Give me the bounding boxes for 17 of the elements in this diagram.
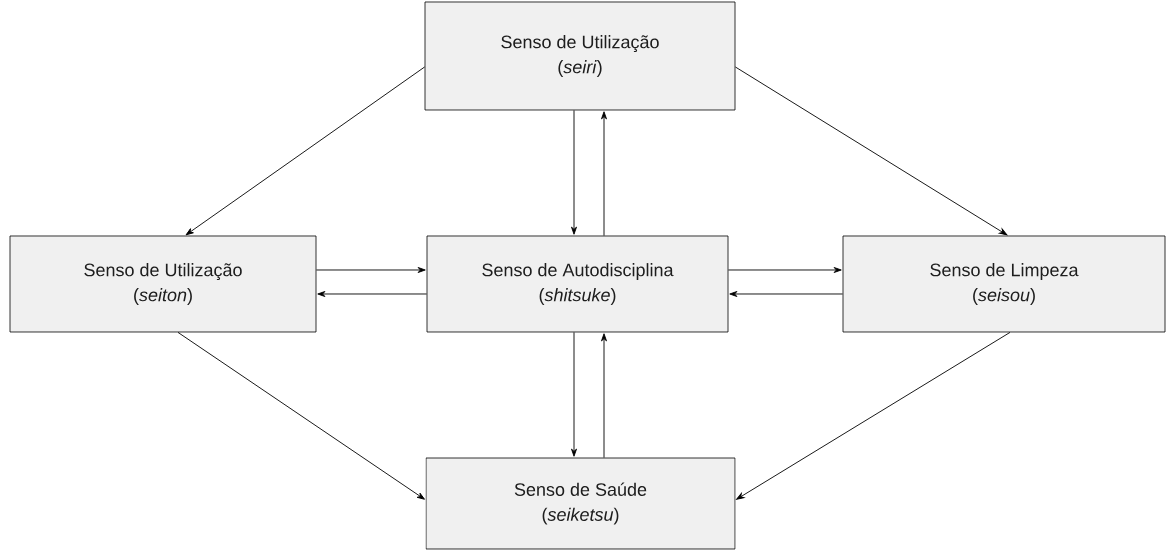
arrow [736,331,1011,500]
arrow [729,291,844,297]
process-box: Senso de Limpeza (seisou) [842,235,1166,333]
arrow [185,66,426,236]
arrow [601,111,607,237]
process-box: Senso de Autodisciplina (shitsuke) [426,235,729,333]
process-box: Senso de Utilização (seiton) [9,235,317,333]
arrow [734,66,1008,236]
process-box: Senso de Saúde (seiketsu) [425,457,736,550]
arrow [571,109,577,235]
arrow [317,291,428,297]
arrow [727,267,842,273]
arrow [601,333,607,459]
arrow [315,267,426,273]
process-box: Senso de Utilização (seiri) [424,1,736,111]
arrow [177,331,425,500]
arrow [571,331,577,457]
